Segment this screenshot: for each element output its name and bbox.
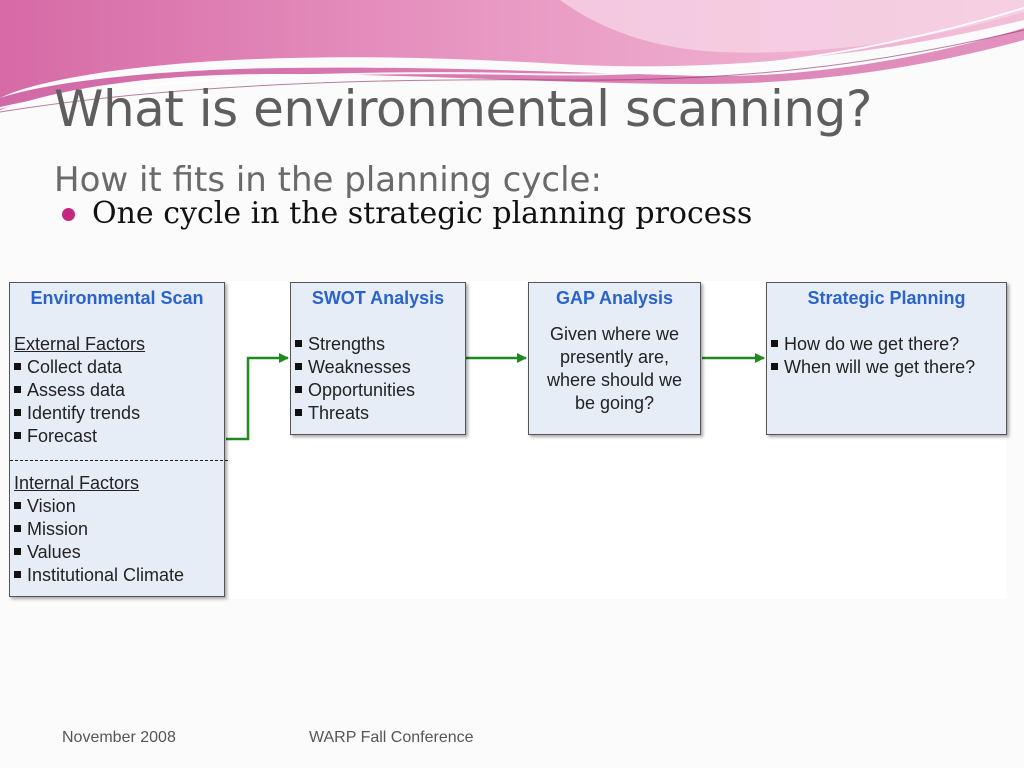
strategic-planning-box: Strategic Planning How do we get there? … <box>766 282 1007 435</box>
bullet-item: One cycle in the strategic planning proc… <box>62 196 752 231</box>
list-item: Mission <box>14 518 184 541</box>
gap-analysis-text: Given where we presently are, where shou… <box>546 324 683 413</box>
list-item: Identify trends <box>14 402 145 425</box>
square-bullet-icon <box>295 409 302 416</box>
gap-analysis-box: GAP Analysis Given where we presently ar… <box>528 282 701 435</box>
list-item: When will we get there? <box>771 356 975 379</box>
arrow-env-to-swot <box>226 353 289 441</box>
square-bullet-icon <box>771 340 778 347</box>
square-bullet-icon <box>14 571 21 578</box>
slide-subtitle: How it fits in the planning cycle: <box>54 160 602 200</box>
bullet-dot-icon <box>62 208 75 221</box>
footer-event: WARP Fall Conference <box>309 729 474 746</box>
list-item: Forecast <box>14 425 145 448</box>
list-item: Opportunities <box>295 379 415 402</box>
square-bullet-icon <box>295 386 302 393</box>
list-item: Strengths <box>295 333 415 356</box>
bullet-text: One cycle in the strategic planning proc… <box>92 196 753 231</box>
square-bullet-icon <box>14 548 21 555</box>
list-item: Institutional Climate <box>14 564 184 587</box>
list-item: How do we get there? <box>771 333 975 356</box>
swot-analysis-title: SWOT Analysis <box>311 288 445 308</box>
list-item: Assess data <box>14 379 145 402</box>
gap-analysis-title: GAP Analysis <box>555 288 674 308</box>
slide-title: What is environmental scanning? <box>54 80 872 138</box>
square-bullet-icon <box>771 363 778 370</box>
external-factors-heading: External Factors <box>14 334 146 354</box>
square-bullet-icon <box>14 502 21 509</box>
environmental-scan-title: Environmental Scan <box>30 288 204 308</box>
environmental-scan-box: Environmental Scan External Factors Coll… <box>9 282 228 597</box>
list-item: Values <box>14 541 184 564</box>
square-bullet-icon <box>14 386 21 393</box>
internal-factors-heading: Internal Factors <box>14 473 140 493</box>
square-bullet-icon <box>14 525 21 532</box>
swot-analysis-box: SWOT Analysis Strengths Weaknesses Oppor… <box>290 282 466 435</box>
list-item: Threats <box>295 402 415 425</box>
square-bullet-icon <box>295 340 302 347</box>
list-item: Collect data <box>14 356 145 379</box>
square-bullet-icon <box>14 432 21 439</box>
footer-date: November 2008 <box>62 729 176 746</box>
square-bullet-icon <box>14 409 21 416</box>
header-decoration <box>0 0 1024 113</box>
dashed-divider <box>10 460 228 461</box>
list-item: Vision <box>14 495 184 518</box>
list-item: Weaknesses <box>295 356 415 379</box>
strategic-planning-title: Strategic Planning <box>807 288 966 308</box>
square-bullet-icon <box>14 363 21 370</box>
square-bullet-icon <box>295 363 302 370</box>
